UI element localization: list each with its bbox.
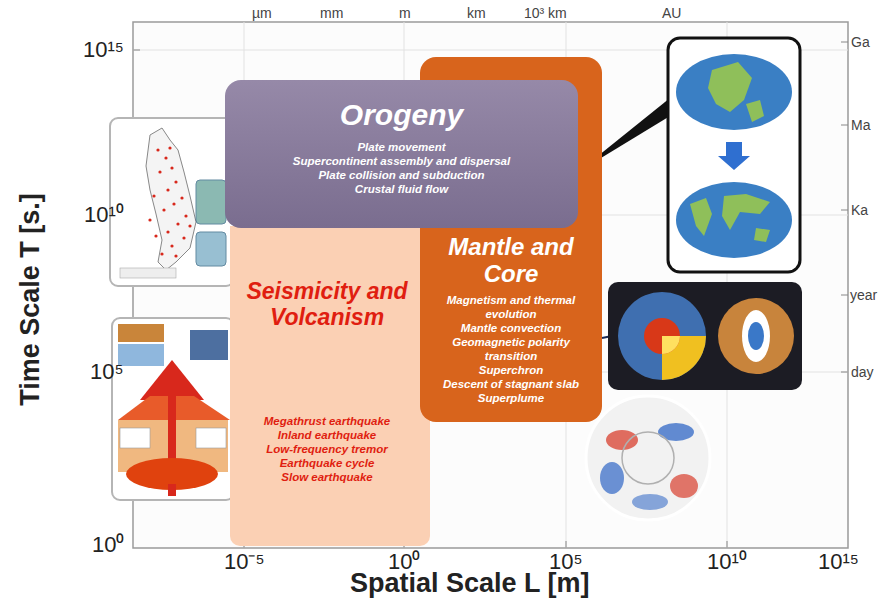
panel-heading: Mantle and Core (426, 233, 596, 287)
tick-label: 10¹⁵ (818, 549, 859, 574)
axis-title-box: Spatial Scale L [m] (350, 568, 590, 599)
unit-label-box: Ma (851, 117, 870, 133)
unit-label: Ka (851, 202, 868, 218)
unit-label: km (467, 5, 486, 21)
axis-title: Spatial Scale L [m] (350, 568, 590, 598)
unit-label: Ga (851, 34, 870, 50)
axis-title-box: Time Scale T [s.] (15, 193, 46, 406)
tick-label-box: 10¹⁵ (818, 549, 859, 574)
panel-item: Superplume (426, 391, 596, 405)
supercontinent-globes-inset (578, 38, 800, 272)
panel-heading: Seismicity and Volcanism (234, 278, 420, 330)
orogeny-panel: OrogenyPlate movementSupercontinent asse… (225, 80, 578, 228)
mantle-convection-sphere (586, 396, 710, 520)
unit-label-box: year (850, 287, 877, 303)
tick-label: 10¹⁰ (84, 202, 124, 227)
unit-label: day (851, 364, 874, 380)
axis-title: Time Scale T [s.] (15, 193, 45, 406)
tick-label: 10¹⁵ (83, 37, 124, 62)
panel-item: Inland earthquake (234, 428, 420, 442)
unit-label-box: Ka (851, 202, 868, 218)
tick-label: 10⁰ (92, 532, 124, 557)
panel-item: Megathrust earthquake (234, 414, 420, 428)
tick-label: 10⁵ (90, 359, 124, 384)
panel-heading: Orogeny (235, 98, 568, 132)
tick-label: 10¹⁰ (707, 549, 747, 574)
unit-label-box: 10³ km (524, 5, 567, 21)
panel-item: Low-frequency tremor (234, 442, 420, 456)
panel-item: Plate movement (235, 140, 568, 154)
seismicity-map-inset (110, 118, 234, 286)
seismicity-panel: Seismicity and VolcanismMegathrust earth… (230, 226, 430, 546)
unit-label-box: m (399, 5, 411, 21)
tick-label-box: 10¹⁵ (83, 37, 124, 62)
panel-item: Magnetism and thermal evolution (426, 293, 596, 321)
earth-interior-inset (602, 282, 802, 390)
unit-label: µm (252, 5, 272, 21)
unit-label: AU (662, 5, 681, 21)
unit-label: m (399, 5, 411, 21)
panel-item: Geomagnetic polarity transition (426, 335, 596, 363)
panel-item: Supercontinent assembly and dispersal (235, 154, 568, 168)
volcano-inset (112, 318, 234, 500)
unit-label-box: mm (320, 5, 343, 21)
panel-item: Descent of stagnant slab (426, 377, 596, 391)
unit-label-box: Ga (851, 34, 870, 50)
tick-label-box: 10⁵ (90, 359, 124, 384)
tick-label-box: 10⁰ (92, 532, 124, 557)
unit-label: Ma (851, 117, 870, 133)
unit-label: mm (320, 5, 343, 21)
tick-label-box: 10¹⁰ (84, 202, 124, 227)
tick-label-box: 10¹⁰ (707, 549, 747, 574)
panel-item: Crustal fluid flow (235, 182, 568, 196)
tick-label-box: 10⁻⁵ (224, 549, 265, 574)
panel-item: Plate collision and subduction (235, 168, 568, 182)
unit-label-box: AU (662, 5, 681, 21)
plot-frame (133, 22, 848, 548)
unit-label-box: day (851, 364, 874, 380)
panel-item: Superchron (426, 363, 596, 377)
unit-label-box: µm (252, 5, 272, 21)
panel-item: Earthquake cycle (234, 456, 420, 470)
tick-label: 10⁻⁵ (224, 549, 265, 574)
unit-label: year (850, 287, 877, 303)
unit-label: 10³ km (524, 5, 567, 21)
panel-item: Slow earthquake (234, 470, 420, 484)
panel-item: Mantle convection (426, 321, 596, 335)
unit-label-box: km (467, 5, 486, 21)
